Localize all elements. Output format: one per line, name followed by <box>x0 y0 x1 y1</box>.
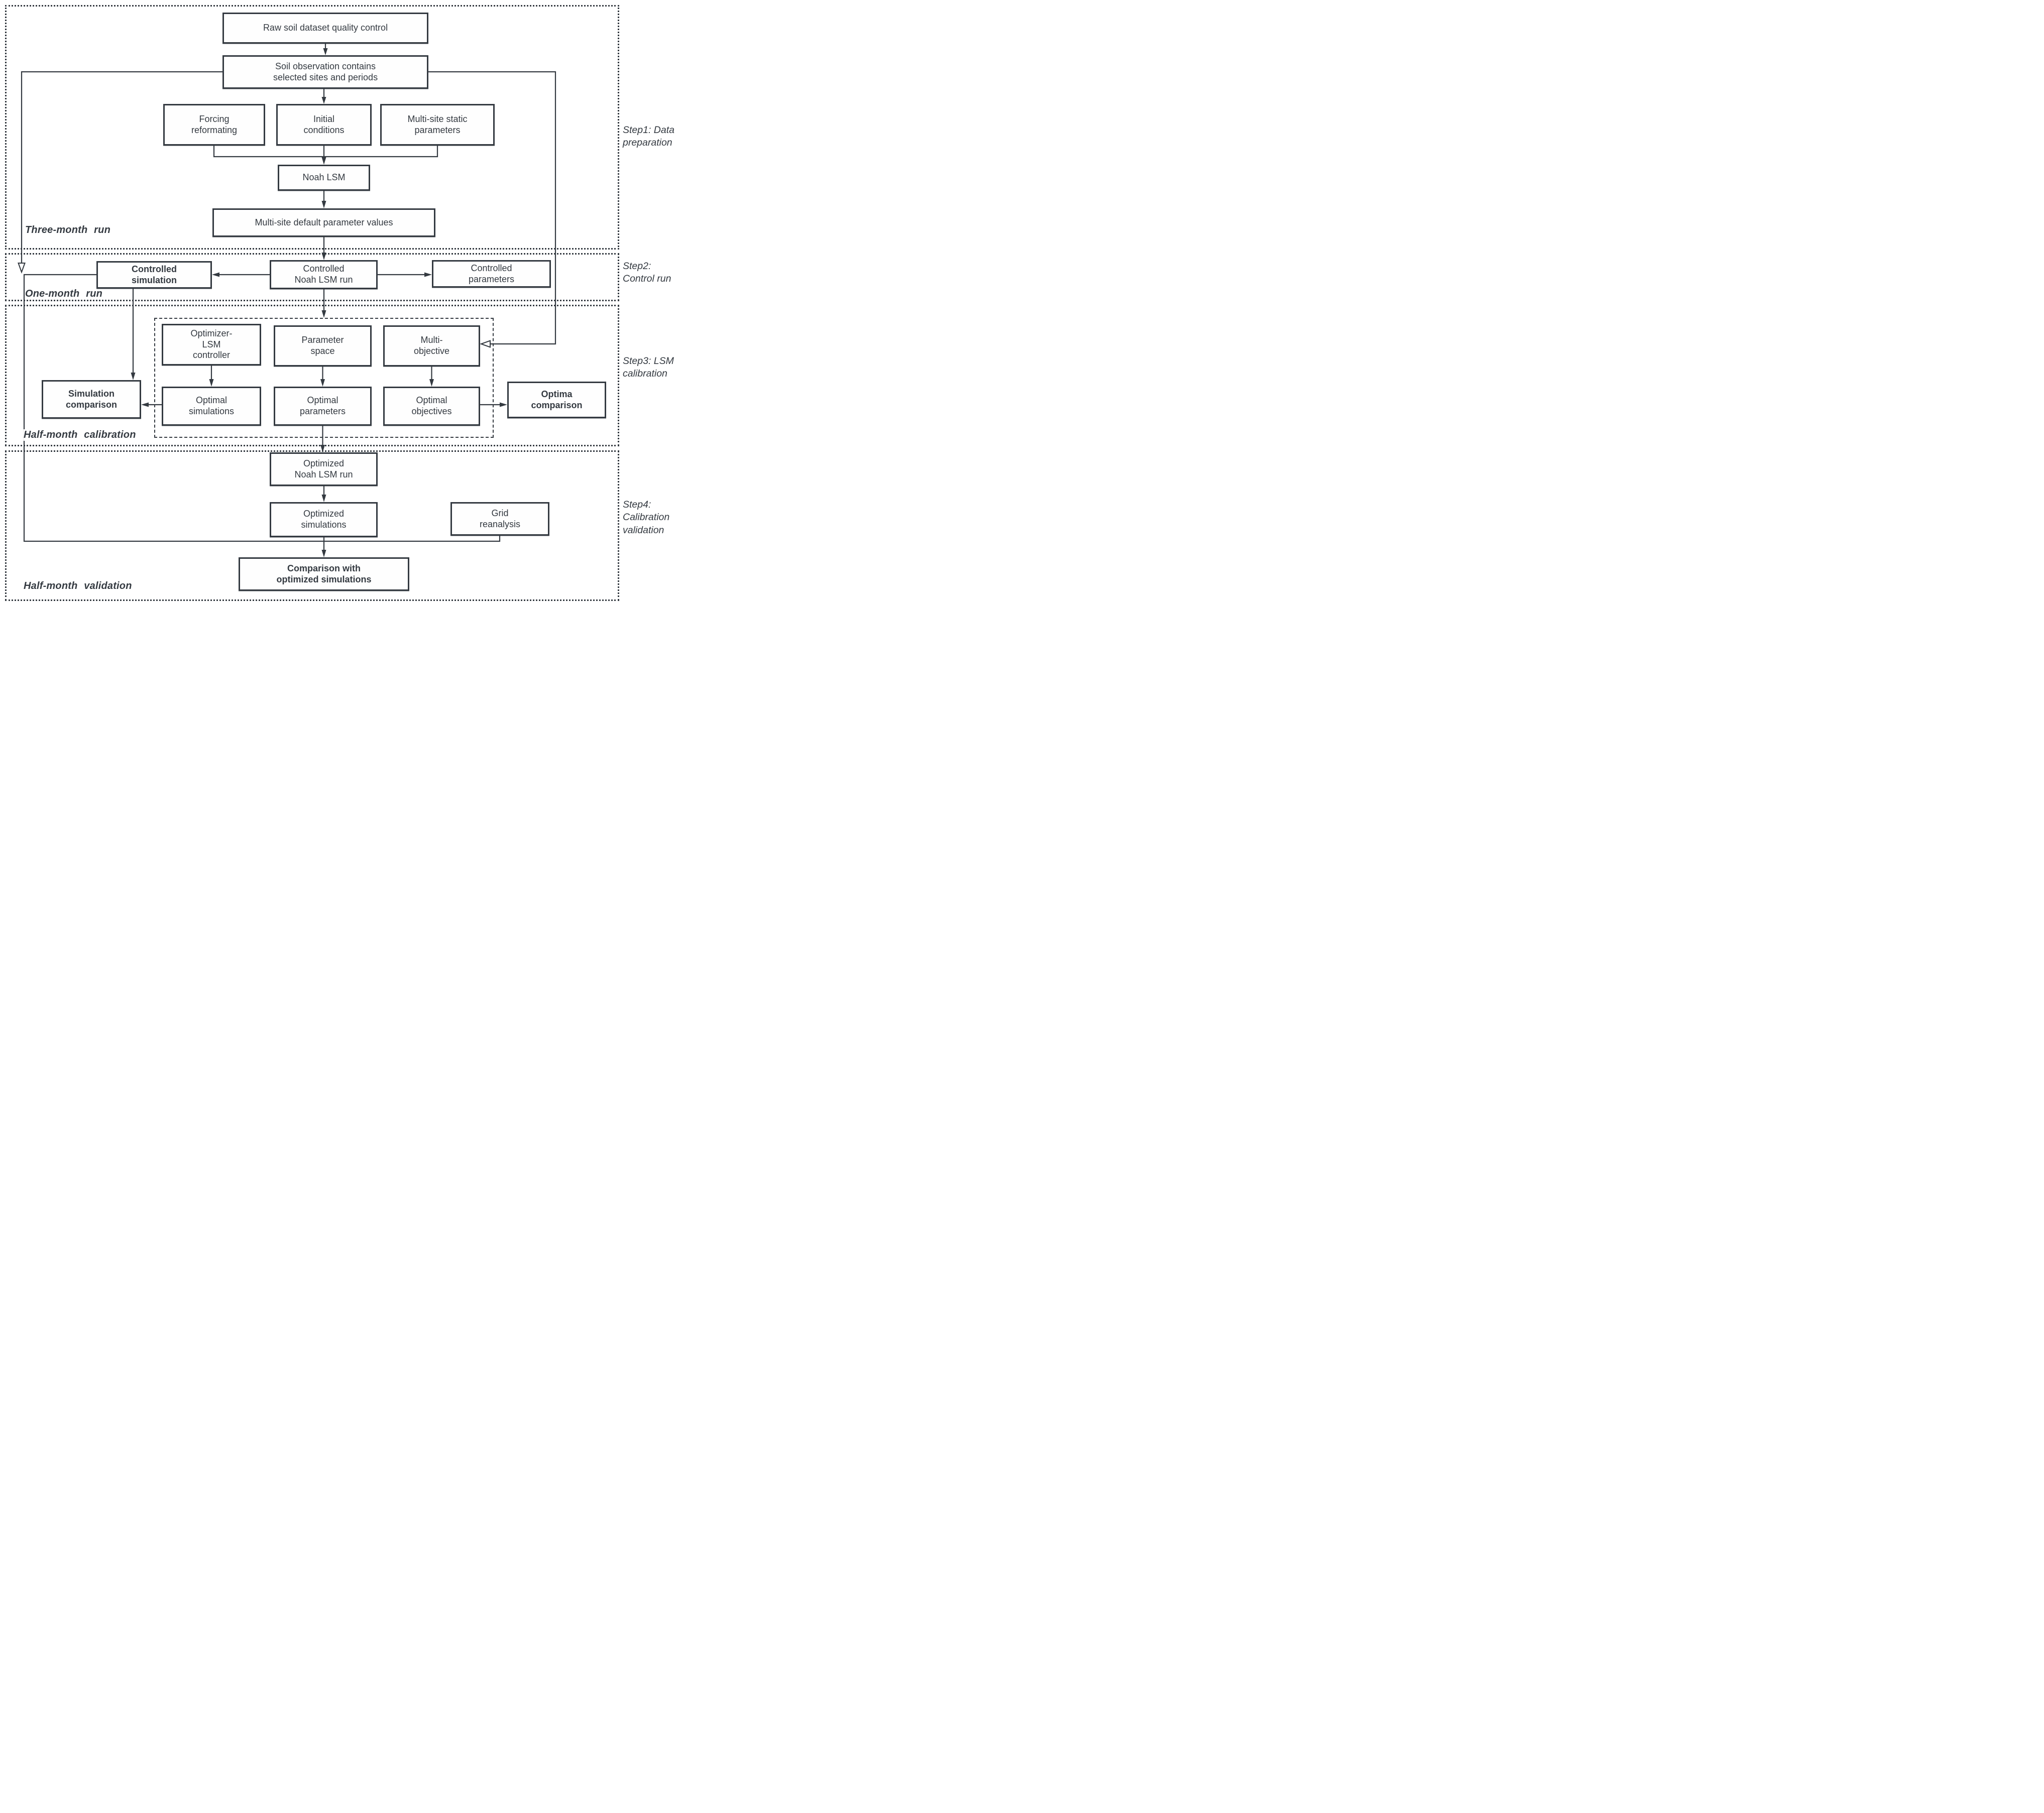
box-label: Controlled parameters <box>468 263 515 284</box>
box-label: Raw soil dataset quality control <box>263 23 388 33</box>
label-half-month-validation: Half-month validation <box>24 580 132 591</box>
arrow-controlledrun-to-calibration-block <box>321 289 326 318</box>
step-label-step4: Step4: Calibration validation <box>623 499 670 536</box>
box-label: Controlled Noah LSM run <box>294 264 353 285</box>
box-optimized-simulations: Optimized simulations <box>270 502 378 537</box>
arrow-controlledrun-to-controlledsim <box>212 272 270 277</box>
box-label: Forcing reformating <box>191 113 238 135</box>
box-label: Multi-site default parameter values <box>255 217 393 227</box>
box-forcing-reformating: Forcing reformating <box>163 104 265 146</box>
step-label-step2: Step2: Control run <box>623 261 671 285</box>
box-label: Optimal simulations <box>188 395 235 416</box>
section-step4-outline <box>5 450 619 601</box>
arrow-optimizedrun-to-optimizedsims <box>321 486 326 502</box>
box-noah-lsm: Noah LSM <box>278 165 370 191</box>
box-optimal-simulations: Optimal simulations <box>162 387 261 426</box>
box-comparison-with-optimized-simulations: Comparison with optimized simulations <box>239 557 409 591</box>
box-label: Multi-site static parameters <box>407 113 468 135</box>
section-step2-outline <box>5 253 619 301</box>
connector-controlledsim-left-route-to-finalcomparison <box>23 274 501 542</box>
box-label: Controlled simulation <box>131 264 177 285</box>
box-label: Optima comparison <box>531 389 583 410</box>
arrow-optimizer-to-optimalsims <box>209 366 214 387</box>
flowchart-canvas: Raw soil dataset quality control Soil ob… <box>0 0 682 605</box>
arrow-noah-to-defaults <box>321 191 326 208</box>
box-label: Optimized Noah LSM run <box>294 458 353 479</box>
arrow-optimalobjectives-to-optimacomparison <box>480 402 507 407</box>
arrow-defaults-to-controlledrun <box>321 237 326 260</box>
connector-layer <box>18 44 556 557</box>
arrow-rawsoil-to-soilobs <box>323 44 328 55</box>
calibration-dashed-block <box>154 318 494 438</box>
box-optima-comparison: Optima comparison <box>507 382 606 418</box>
arrow-optimizedsims-to-finalcomparison <box>321 537 326 557</box>
box-label: Simulation comparison <box>65 388 118 410</box>
box-label: Multi- objective <box>413 335 450 356</box>
box-controlled-simulation: Controlled simulation <box>96 261 212 289</box>
connector-merge-three-inputs-to-noah <box>213 146 438 165</box>
step-label-step1: Step1: Data preparation <box>623 125 674 149</box>
box-parameter-space: Parameter space <box>274 325 372 367</box>
box-label: Optimizer- LSM controller <box>190 328 233 360</box>
box-label: Parameter space <box>301 335 344 356</box>
arrow-controlledrun-to-controlledparams <box>378 272 432 277</box>
box-controlled-parameters: Controlled parameters <box>432 260 551 288</box>
arrow-optimalparams-to-optimizedrun <box>320 426 325 452</box>
arrow-multiobjective-to-optimalobjectives <box>429 367 434 387</box>
box-optimized-noah-lsm-run: Optimized Noah LSM run <box>270 452 378 486</box>
box-initial-conditions: Initial conditions <box>276 104 372 146</box>
label-three-month-run: Three-month run <box>25 224 110 235</box>
arrow-controlledsim-to-simcomparison <box>131 289 136 380</box>
box-optimizer-lsm-controller: Optimizer- LSM controller <box>162 324 261 366</box>
box-simulation-comparison: Simulation comparison <box>42 380 141 419</box>
box-raw-soil-quality-control: Raw soil dataset quality control <box>222 13 428 44</box>
box-label: Noah LSM <box>302 172 346 183</box>
box-multi-site-default-parameter-values: Multi-site default parameter values <box>212 208 435 237</box>
box-label: Grid reanalysis <box>479 508 521 529</box>
box-label: Soil observation contains selected sites… <box>273 61 378 82</box>
box-grid-reanalysis: Grid reanalysis <box>450 502 549 536</box>
section-step1-outline <box>5 5 619 250</box>
box-multi-objective: Multi- objective <box>383 325 480 367</box>
label-one-month-run: One-month run <box>25 288 103 299</box>
arrow-soilobs-to-initial <box>321 89 326 104</box>
box-label: Initial conditions <box>303 113 345 135</box>
connector-soilobs-left-to-step2-hollow-arrow <box>18 71 222 274</box>
box-controlled-noah-lsm-run: Controlled Noah LSM run <box>270 260 378 289</box>
box-label: Optimal objectives <box>411 395 452 416</box>
box-label: Optimal parameters <box>299 395 346 416</box>
box-multi-site-static-parameters: Multi-site static parameters <box>380 104 495 146</box>
box-label: Optimized simulations <box>301 509 347 530</box>
arrow-optimalsims-to-simcomparison <box>141 402 162 407</box>
box-optimal-objectives: Optimal objectives <box>383 387 480 426</box>
label-half-month-calibration: Half-month calibration <box>24 429 138 441</box>
box-soil-observation: Soil observation contains selected sites… <box>222 55 428 89</box>
box-optimal-parameters: Optimal parameters <box>274 387 372 426</box>
connector-soilobs-right-to-multiobjective-hollow-arrow <box>428 71 556 348</box>
arrow-paramspace-to-optimalparams <box>320 367 325 387</box>
box-label: Comparison with optimized simulations <box>276 563 372 584</box>
step-label-step3: Step3: LSM calibration <box>623 355 674 380</box>
section-step3-outline <box>5 305 619 446</box>
